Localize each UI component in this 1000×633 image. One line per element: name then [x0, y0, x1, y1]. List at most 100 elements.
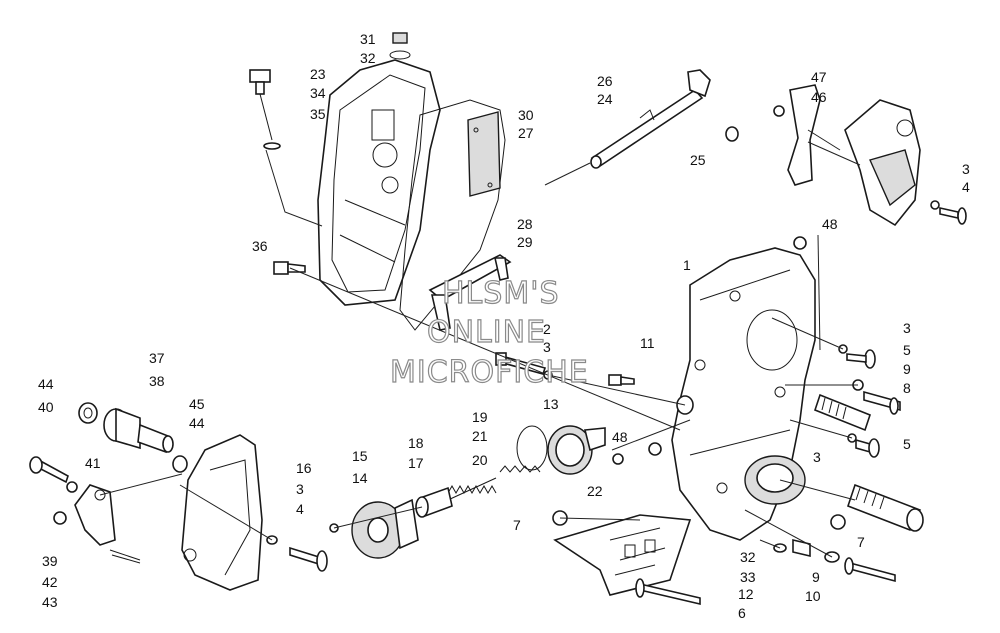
- callout-19: 19: [472, 409, 488, 425]
- callout-26: 26: [597, 73, 613, 89]
- plunger-17: [415, 486, 453, 518]
- leader-lines: [99, 129, 861, 558]
- callout-2: 2: [543, 321, 551, 337]
- callout-4: 4: [962, 179, 970, 195]
- guard-3-4: [844, 99, 921, 227]
- callout-12: 12: [738, 586, 754, 602]
- callout-44: 44: [38, 376, 54, 392]
- callout-18: 18: [408, 435, 424, 451]
- gearcase-housing: [671, 247, 816, 541]
- watermark: HLSM'S ONLINE MICROFICHE: [389, 275, 589, 390]
- watermark-line-2: ONLINE: [427, 315, 546, 350]
- bushing-44: [78, 402, 98, 424]
- bolt-upper-right: [930, 200, 967, 225]
- bolt-40: [29, 456, 69, 484]
- callout-13: 13: [543, 396, 559, 412]
- inspection-plate: [467, 111, 501, 197]
- callout-32: 32: [740, 549, 756, 565]
- callout-32: 32: [360, 50, 376, 66]
- washer-45: [172, 455, 188, 473]
- callout-5: 5: [903, 342, 911, 358]
- callout-24: 24: [597, 91, 613, 107]
- callout-8: 8: [903, 380, 911, 396]
- bolt-8: [852, 379, 901, 415]
- callout-6: 6: [738, 605, 746, 621]
- callout-15: 15: [352, 448, 368, 464]
- callout-40: 40: [38, 399, 54, 415]
- callout-5: 5: [903, 436, 911, 452]
- callout-44: 44: [189, 415, 205, 431]
- callout-20: 20: [472, 452, 488, 468]
- callout-48: 48: [612, 429, 628, 445]
- watermark-line-3: MICROFICHE: [390, 355, 589, 390]
- callout-9: 9: [903, 361, 911, 377]
- bracket-46: [773, 84, 821, 186]
- skid-plate: [553, 514, 692, 596]
- callout-48: 48: [822, 216, 838, 232]
- callout-3: 3: [903, 320, 911, 336]
- callout-28: 28: [517, 216, 533, 232]
- callout-17: 17: [408, 455, 424, 471]
- callout-29: 29: [517, 234, 533, 250]
- callout-41: 41: [85, 455, 101, 471]
- callout-27: 27: [518, 125, 534, 141]
- callout-25: 25: [690, 152, 706, 168]
- watermark-line-1: HLSM'S: [442, 276, 560, 311]
- seal-housing: [547, 425, 606, 475]
- callout-16: 16: [296, 460, 312, 476]
- callout-45: 45: [189, 396, 205, 412]
- callout-33: 33: [740, 569, 756, 585]
- callout-42: 42: [42, 574, 58, 590]
- spring-20: [499, 465, 541, 473]
- o-ring-25: [725, 126, 739, 142]
- callout-4: 4: [296, 501, 304, 517]
- bolt-36: [273, 261, 306, 275]
- callout-14: 14: [352, 470, 368, 486]
- callout-3: 3: [543, 339, 551, 355]
- callout-23: 23: [310, 66, 326, 82]
- sleeve-38: [137, 423, 174, 454]
- callout-21: 21: [472, 428, 488, 444]
- shift-shaft: [590, 69, 711, 169]
- nut-48-lower: [648, 442, 662, 456]
- callout-7: 7: [513, 517, 521, 533]
- shift-lever: [428, 254, 512, 331]
- splined-shaft: [814, 393, 871, 432]
- callout-47: 47: [811, 69, 827, 85]
- callout-labels: 31 32 23 34 35 26 24 25 30 27 28 29 36 4…: [38, 31, 970, 621]
- callout-1: 1: [683, 257, 691, 273]
- dipstick: [249, 69, 281, 150]
- spring-18: [447, 477, 497, 501]
- bolt-6: [635, 578, 701, 606]
- bolt-4-lower: [266, 535, 328, 572]
- bolt-10: [824, 551, 896, 583]
- callout-10: 10: [805, 588, 821, 604]
- nut-48-upper: [793, 236, 807, 250]
- input-shaft: [846, 483, 924, 532]
- callout-3: 3: [813, 449, 821, 465]
- callout-37: 37: [149, 350, 165, 366]
- callout-43: 43: [42, 594, 58, 610]
- callout-38: 38: [149, 373, 165, 389]
- chaincase-cover: [317, 59, 441, 306]
- gasket-19: [516, 425, 548, 471]
- callout-3: 3: [296, 481, 304, 497]
- callout-36: 36: [252, 238, 268, 254]
- bolt-11: [608, 374, 635, 386]
- callout-11: 11: [640, 335, 655, 351]
- nut-39: [53, 511, 67, 525]
- callout-34: 34: [310, 85, 326, 101]
- callout-46: 46: [811, 89, 827, 105]
- screw-22: [612, 453, 624, 465]
- washer-41: [66, 481, 78, 493]
- bolt-43: [109, 549, 141, 564]
- tensioner-assembly: [351, 498, 419, 559]
- callout-9: 9: [812, 569, 820, 585]
- bolt-5-lower: [847, 433, 880, 458]
- callout-35: 35: [310, 106, 326, 122]
- roller-37: [103, 407, 141, 450]
- callout-39: 39: [42, 553, 58, 569]
- callout-31: 31: [360, 31, 376, 47]
